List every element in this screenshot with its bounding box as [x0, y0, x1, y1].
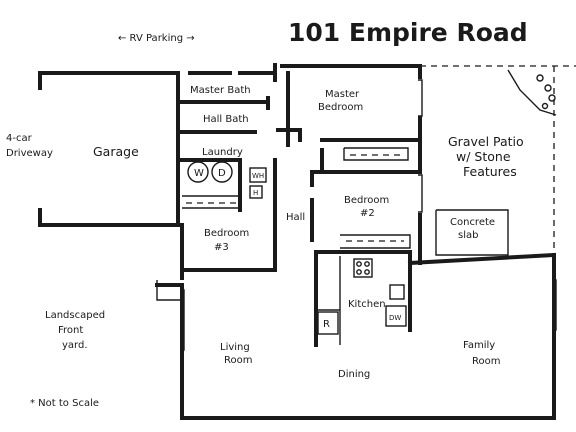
master-bedroom-label-2: Bedroom	[318, 102, 363, 113]
interior-walls	[176, 71, 422, 347]
living-room-label-1: Living	[220, 342, 250, 353]
washer-label: W	[194, 168, 204, 179]
hall-label: Hall	[286, 212, 305, 223]
heater-label: H	[253, 189, 258, 197]
kitchen-label: Kitchen	[348, 299, 386, 310]
plan-title: 101 Empire Road	[288, 18, 528, 47]
concrete-slab-label-2: slab	[458, 230, 478, 241]
bedroom3-label-1: Bedroom	[204, 228, 249, 239]
front-yard-label-1: Landscaped	[45, 310, 105, 321]
gravel-patio-label-1: Gravel Patio	[448, 134, 524, 149]
dryer-icon	[211, 161, 233, 183]
detail-lines	[156, 65, 576, 351]
appliances: W D WH H R DW	[187, 161, 407, 335]
refrigerator-icon	[317, 311, 339, 335]
room-labels: Master Bath Hall Bath Master Bedroom Lau…	[6, 85, 524, 409]
front-yard-label-2: Front	[58, 325, 83, 336]
washer-icon	[187, 161, 209, 183]
master-bath-label: Master Bath	[190, 85, 251, 96]
dryer-label: D	[218, 168, 226, 179]
dishwasher-icon	[385, 305, 407, 327]
family-room-label-1: Family	[463, 340, 495, 351]
bedroom2-label-2: #2	[360, 208, 375, 219]
dining-label: Dining	[338, 369, 370, 380]
garage-label: Garage	[93, 144, 139, 159]
laundry-label: Laundry	[202, 147, 243, 158]
bedroom2-label-1: Bedroom	[344, 195, 389, 206]
heater-icon	[249, 185, 263, 199]
concrete-slab-label-1: Concrete	[450, 217, 495, 228]
driveway-label-2: Driveway	[6, 148, 53, 159]
front-yard-label-3: yard.	[62, 340, 88, 351]
master-bedroom-label-1: Master	[325, 89, 360, 100]
water-heater-icon	[249, 167, 267, 183]
driveway-label-1: 4-car	[6, 133, 33, 144]
bedroom3-label-2: #3	[214, 242, 229, 253]
stove-icon	[353, 258, 373, 278]
refrigerator-label: R	[323, 319, 330, 330]
sink-icon	[389, 284, 405, 300]
not-to-scale-note: * Not to Scale	[30, 398, 99, 409]
hall-bath-label: Hall Bath	[203, 114, 249, 125]
exterior-walls	[38, 63, 557, 420]
living-room-label-2: Room	[224, 355, 252, 366]
dishwasher-label: DW	[389, 314, 401, 322]
gravel-patio-label-2: w/ Stone	[456, 149, 511, 164]
family-room-label-2: Room	[472, 356, 500, 367]
gravel-patio-label-3: Features	[463, 164, 517, 179]
water-heater-label: WH	[252, 172, 264, 180]
rv-parking-label: ← RV Parking →	[118, 33, 195, 44]
